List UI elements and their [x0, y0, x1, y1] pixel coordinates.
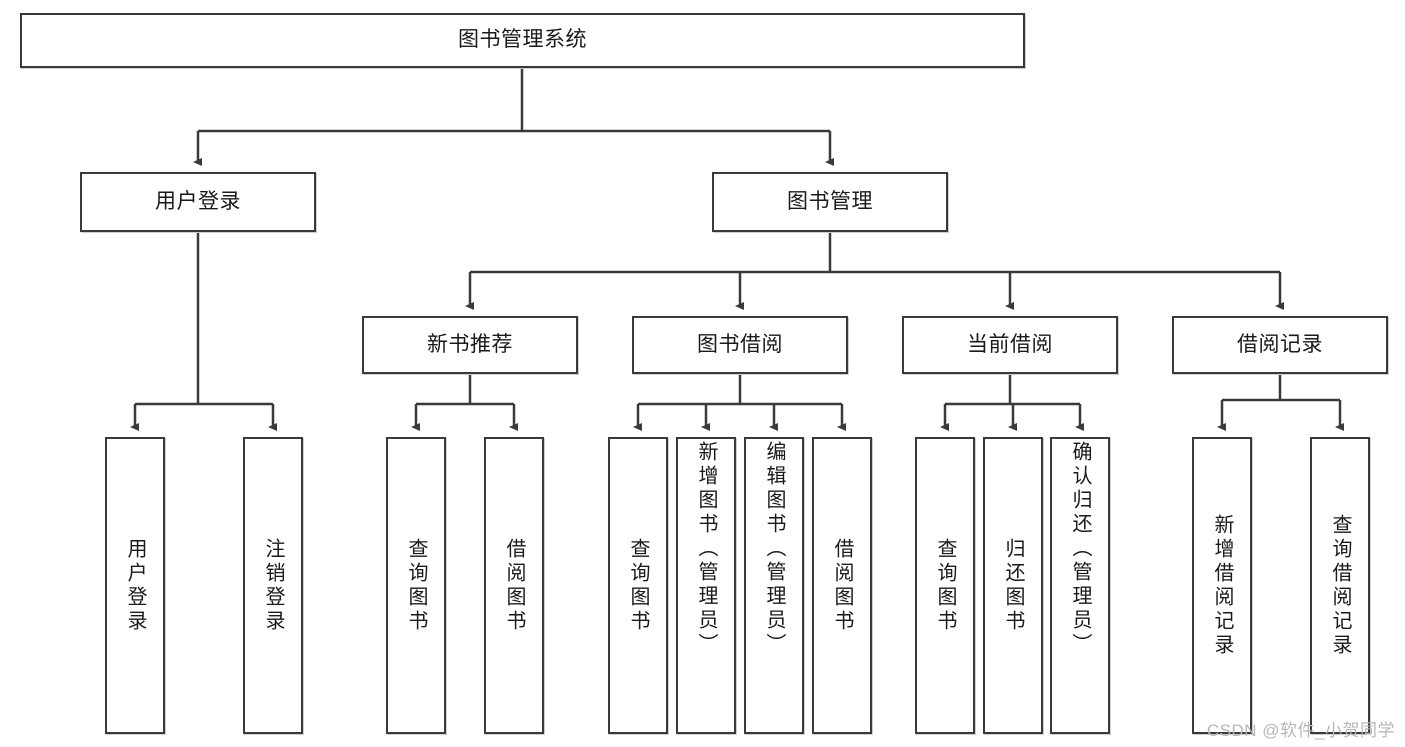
node-leaf[interactable]: 归还图书	[983, 437, 1043, 734]
node-label: 新书推荐	[427, 332, 513, 356]
node-label: 注销登录	[262, 537, 284, 634]
watermark-text: CSDN @软件_小贺同学	[1206, 721, 1395, 740]
node-label: 编辑图书（管理员）	[763, 441, 785, 657]
node-leaf[interactable]: 确认归还（管理员）	[1050, 437, 1110, 734]
node-label: 新增借阅记录	[1211, 513, 1233, 658]
node-leaf[interactable]: 用户登录	[105, 437, 165, 734]
node-label: 查询图书	[934, 537, 956, 634]
node-label: 图书管理	[787, 189, 873, 213]
node-leaf[interactable]: 查询图书	[608, 437, 668, 734]
node-label: 图书管理系统	[458, 28, 587, 52]
node-leaf[interactable]: 借阅图书	[484, 437, 544, 734]
node-label: 查询图书	[405, 537, 427, 634]
node-leaf[interactable]: 编辑图书（管理员）	[744, 437, 804, 734]
node-current-borrow[interactable]: 当前借阅	[902, 316, 1118, 374]
node-label: 图书借阅	[697, 332, 783, 356]
node-label: 归还图书	[1002, 537, 1024, 634]
node-leaf[interactable]: 新增图书（管理员）	[676, 437, 736, 734]
node-label: 借阅记录	[1237, 332, 1323, 356]
node-label: 当前借阅	[967, 332, 1053, 356]
node-book-borrow[interactable]: 图书借阅	[632, 316, 848, 374]
node-new-book-recommend[interactable]: 新书推荐	[362, 316, 578, 374]
node-label: 确认归还（管理员）	[1069, 441, 1091, 657]
node-user-login[interactable]: 用户登录	[80, 172, 316, 232]
node-leaf[interactable]: 查询图书	[386, 437, 446, 734]
node-leaf[interactable]: 查询借阅记录	[1310, 437, 1370, 734]
node-label: 查询借阅记录	[1329, 513, 1351, 658]
node-leaf[interactable]: 查询图书	[915, 437, 975, 734]
node-label: 用户登录	[155, 189, 241, 213]
node-label: 用户登录	[124, 537, 146, 634]
node-label: 新增图书（管理员）	[695, 441, 717, 657]
node-book-management-system[interactable]: 图书管理系统	[20, 13, 1025, 68]
node-leaf[interactable]: 新增借阅记录	[1192, 437, 1252, 734]
node-leaf[interactable]: 注销登录	[243, 437, 303, 734]
node-label: 查询图书	[627, 537, 649, 634]
node-borrow-record[interactable]: 借阅记录	[1172, 316, 1388, 374]
node-label: 借阅图书	[831, 537, 853, 634]
node-label: 借阅图书	[503, 537, 525, 634]
node-leaf[interactable]: 借阅图书	[812, 437, 872, 734]
node-book-management[interactable]: 图书管理	[712, 172, 948, 232]
